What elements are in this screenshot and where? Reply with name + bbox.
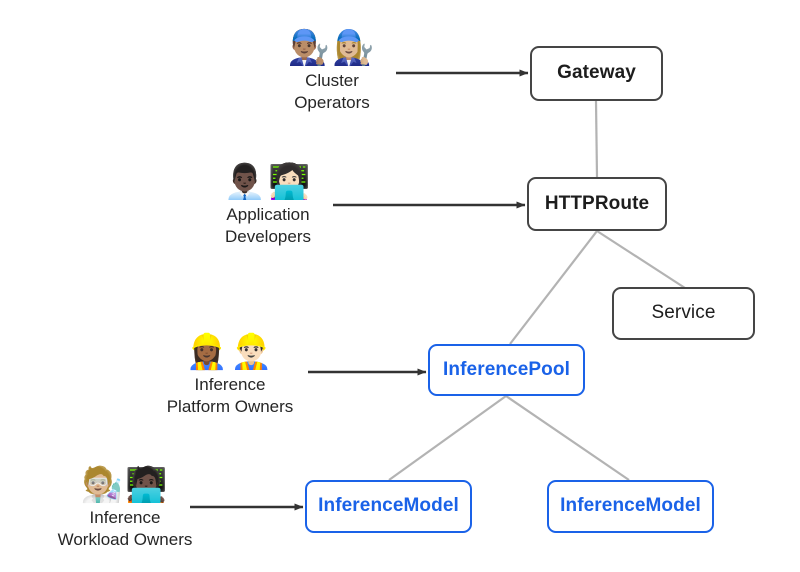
actor-arrows: [190, 69, 529, 511]
scientist-technologist-icon: 🧑🏼‍🔬🧑🏿‍💻: [80, 465, 170, 505]
link-inferencepool-inferencemodel-left: [388, 395, 507, 481]
node-inferencepool-label: InferencePool: [443, 358, 570, 380]
node-inferencemodel-right[interactable]: InferenceModel: [547, 480, 714, 533]
node-gateway[interactable]: Gateway: [530, 46, 663, 101]
node-httproute[interactable]: HTTPRoute: [527, 177, 667, 231]
link-httproute-service: [596, 230, 686, 289]
office-worker-technologist-icon: 👨🏿‍💼👩🏻‍💻: [223, 162, 313, 202]
node-inferencemodel-left[interactable]: InferenceModel: [305, 480, 472, 533]
actor-inference-workload-owners-label: Inference Workload Owners: [57, 508, 193, 549]
actor-inference-workload-owners: 🧑🏼‍🔬🧑🏿‍💻 Inference Workload Owners: [15, 465, 235, 551]
link-gateway-httproute: [594, 100, 599, 178]
construction-worker-people-icon: 👷🏾‍♀️👷🏻‍♂️: [185, 332, 275, 372]
node-httproute-label: HTTPRoute: [544, 192, 650, 214]
actor-cluster-operators-label: Cluster Operators: [294, 71, 370, 112]
actor-cluster-operators: 👨🏽‍🔧👩🏼‍🔧 Cluster Operators: [222, 28, 442, 114]
link-httproute-inferencepool: [509, 230, 598, 345]
link-inferencepool-inferencemodel-right: [505, 395, 630, 481]
node-inferencemodel-right-label: InferenceModel: [560, 495, 701, 517]
node-gateway-label: Gateway: [557, 62, 636, 84]
node-inferencemodel-left-label: InferenceModel: [318, 495, 459, 517]
actor-inference-platform-owners-label: Inference Platform Owners: [166, 375, 294, 416]
node-service[interactable]: Service: [612, 287, 755, 340]
node-service-label: Service: [651, 302, 716, 324]
actor-application-developers-label: Application Developers: [225, 205, 311, 246]
actor-inference-platform-owners: 👷🏾‍♀️👷🏻‍♂️ Inference Platform Owners: [120, 332, 340, 418]
actor-application-developers: 👨🏿‍💼👩🏻‍💻 Application Developers: [158, 162, 378, 248]
node-inferencepool[interactable]: InferencePool: [428, 344, 585, 396]
mechanic-people-icon: 👨🏽‍🔧👩🏼‍🔧: [287, 28, 377, 68]
